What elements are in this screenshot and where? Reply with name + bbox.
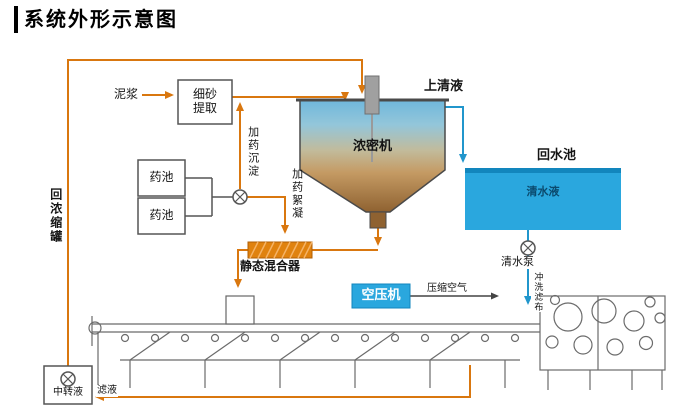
label-dosing-sedimentation: 加药沉淀 [246,126,260,178]
supernatant-line [443,106,467,163]
belt-filter-press [88,294,666,390]
label-slurry: 泥浆 [114,87,139,101]
return-line [67,59,366,366]
label-clear-water: 清水液 [526,185,560,198]
label-chemical-tank-1: 药池 [149,170,174,185]
label-air-compressor: 空压机 [361,287,401,303]
thickener-tank [296,75,449,229]
mixer-out-line [234,249,248,288]
clear-water-pump-icon [520,240,536,256]
label-compressed-air: 压缩空气 [427,283,467,294]
feed-line [232,92,349,101]
label-thickener: 浓密机 [353,139,393,154]
process-boxes [43,79,255,405]
transfer-pump-icon [60,371,76,387]
label-return-pool: 回水池 [537,148,577,163]
dosing-pump-icon [232,189,248,205]
pump-symbols [60,189,536,387]
filtrate-line [95,365,471,401]
label-filtrate: 滤液 [96,385,118,397]
label-sand-extraction: 细砂提取 [192,87,217,115]
mixer-motor [364,75,380,115]
chemical-tank-2-box [137,197,186,235]
press-feed-box [225,295,255,325]
static-mixer [247,241,313,259]
sand-extraction-box [177,79,233,125]
dosing-bus [185,177,233,217]
label-cloth-washing: 冲洗滤布 [531,272,544,312]
return-water-pool [465,168,621,230]
label-clear-water-pump: 清水泵 [500,255,535,269]
flow-lines-orange [67,59,471,401]
label-dosing-flocculation: 加药絮凝 [290,168,304,220]
label-transfer-tank: 中转液 [53,387,83,398]
label-chemical-tank-2: 药池 [149,208,174,223]
dosing-down-line [247,196,289,234]
label-static-mixer: 静态混合器 [240,259,301,273]
page-title: 系统外形示意图 [14,6,178,33]
label-supernatant: 上清液 [424,79,464,94]
label-return-thickener: 回浓缩罐 [48,188,63,244]
air-compressor-box [351,283,411,309]
